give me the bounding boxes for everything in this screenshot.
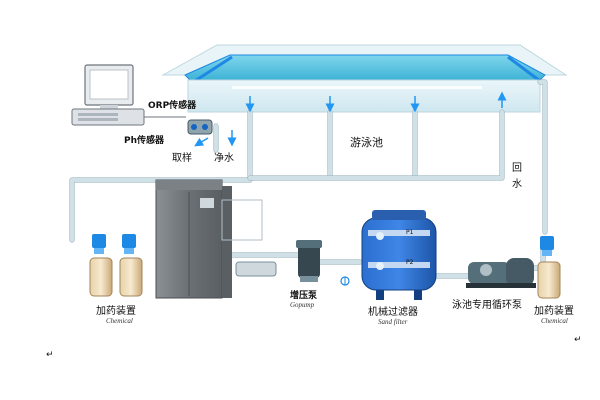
clean-water-label: 净水 bbox=[214, 151, 234, 164]
sensor-unit bbox=[187, 119, 213, 135]
dosing-left-en-label: Chemical bbox=[106, 317, 133, 325]
return-water-label-1: 回 bbox=[512, 162, 522, 174]
return-water-label-2: 水 bbox=[512, 178, 522, 190]
paragraph-mark-right: ↵ bbox=[574, 335, 582, 345]
computer-icon bbox=[71, 64, 186, 126]
sampling-label: 取样 bbox=[172, 151, 192, 164]
sand-filter-label: 机械过滤器 bbox=[368, 305, 418, 318]
arrow-icon bbox=[194, 137, 209, 147]
control-cabinet bbox=[155, 179, 277, 299]
pool-label: 游泳池 bbox=[350, 135, 383, 149]
booster-pump bbox=[296, 240, 322, 282]
booster-pump-label: 增压泵 bbox=[290, 289, 318, 301]
gauge-p2: P2 bbox=[406, 259, 414, 266]
paragraph-mark: ↵ bbox=[46, 350, 54, 360]
dosing-left-label: 加药装置 bbox=[96, 304, 136, 317]
dosing-unit-left-2 bbox=[119, 234, 143, 297]
circulation-pump-label: 泳池专用循环泵 bbox=[452, 298, 522, 311]
valve-icon bbox=[340, 276, 350, 286]
flow-arrows bbox=[194, 91, 507, 147]
ph-sensor-label: Ph传感器 bbox=[124, 134, 165, 146]
booster-pump-en-label: Gopump bbox=[290, 301, 315, 309]
circulation-pump bbox=[466, 258, 536, 288]
gauge-p1: P1 bbox=[406, 229, 414, 236]
dosing-right-label: 加药装置 bbox=[534, 304, 574, 317]
orp-sensor-label: ORP传感器 bbox=[148, 99, 197, 111]
dosing-right-en-label: Chemical bbox=[541, 317, 568, 325]
dosing-unit-right bbox=[537, 236, 561, 299]
swimming-pool bbox=[161, 44, 568, 113]
sand-filter-tank bbox=[361, 210, 437, 300]
sand-filter-en-label: Sand filter bbox=[378, 318, 408, 326]
dosing-unit-left-1 bbox=[89, 234, 113, 297]
